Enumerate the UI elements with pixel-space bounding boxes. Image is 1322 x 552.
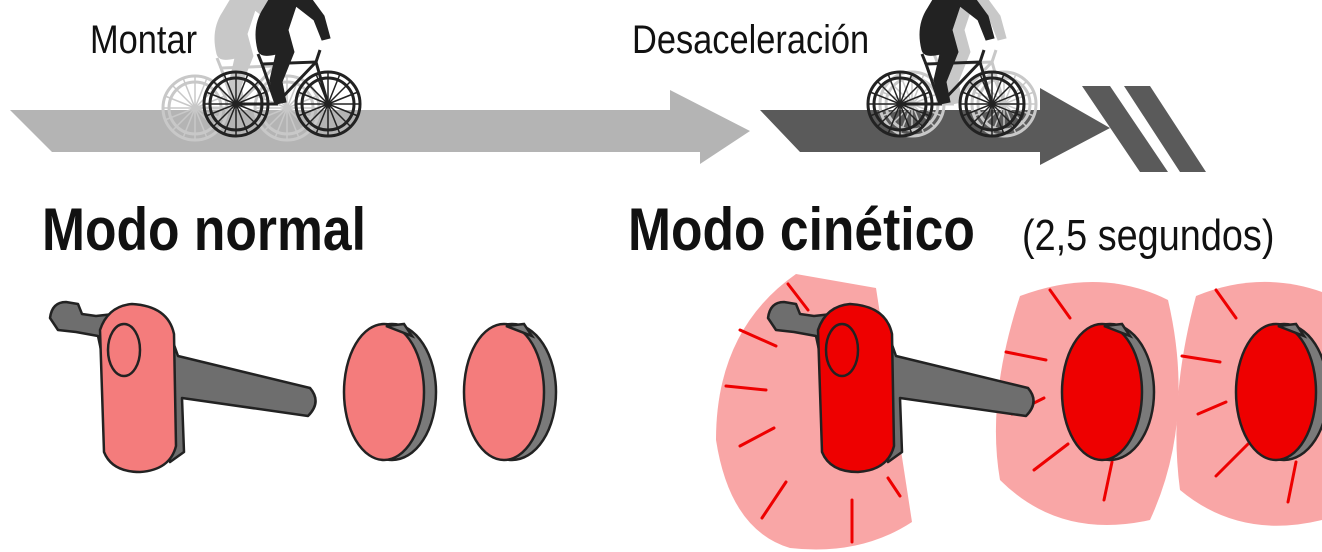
kinetic-duration-note: (2,5 segundos)	[1022, 211, 1275, 260]
normal-light-with-bracket	[48, 300, 317, 474]
normal-light-round	[342, 322, 438, 462]
speed-stripe	[1082, 86, 1168, 172]
rear-light-unit	[98, 302, 178, 474]
normal-light-round	[462, 322, 558, 462]
normal-mode-title: Modo normal	[42, 196, 366, 263]
riding-arrow	[10, 90, 750, 164]
kinetic-light-round	[1060, 322, 1156, 462]
bracket-icon	[48, 300, 317, 464]
kinetic-mode-title: Modo cinético	[628, 196, 975, 263]
kinetic-light-round	[1234, 322, 1322, 462]
deceleration-label: Desaceleración	[632, 18, 870, 62]
glow-rays	[724, 282, 1298, 544]
kinetic-light-with-bracket	[766, 300, 1035, 474]
speed-stripe	[1124, 86, 1206, 172]
rear-light-unit	[816, 302, 896, 474]
ride-label: Montar	[90, 18, 198, 62]
